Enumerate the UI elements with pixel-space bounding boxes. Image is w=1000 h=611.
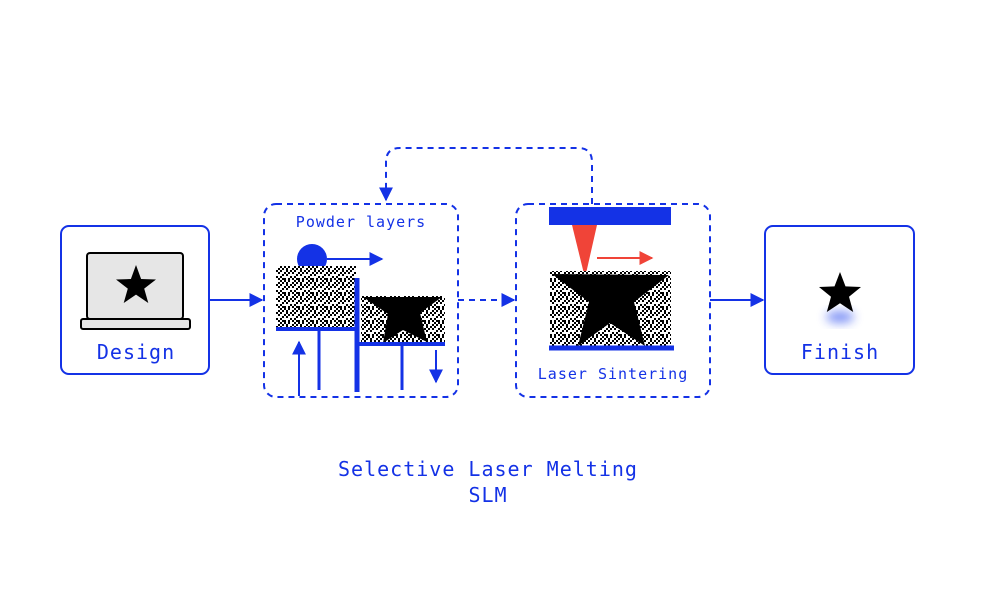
part-star-shape — [363, 297, 442, 343]
caption: Selective Laser Melting SLM — [0, 456, 976, 508]
caption-abbreviation: SLM — [468, 483, 508, 507]
laser-sintering-machine — [549, 207, 674, 351]
laptop-icon — [80, 252, 191, 330]
finish-label: Finish — [800, 340, 880, 364]
laser-sintering-box — [515, 203, 711, 398]
finished-part — [819, 272, 861, 323]
powder-feed-bed — [276, 266, 356, 327]
laser-sintering-label: Laser Sintering — [537, 365, 689, 383]
powder-layers-label: Powder layers — [295, 213, 427, 231]
powder-layers-box — [263, 203, 459, 398]
star-icon — [819, 272, 861, 312]
laser-nozzle-icon — [572, 225, 597, 278]
caption-title: Selective Laser Melting — [338, 457, 638, 481]
powder-bed-machine — [276, 244, 445, 396]
design-label: Design — [96, 340, 176, 364]
repeat-loop-arrow — [379, 147, 593, 204]
laser-head-bar — [549, 207, 671, 225]
sintered-star-part — [552, 274, 669, 346]
finish-box — [764, 225, 915, 375]
star-icon — [116, 265, 156, 303]
